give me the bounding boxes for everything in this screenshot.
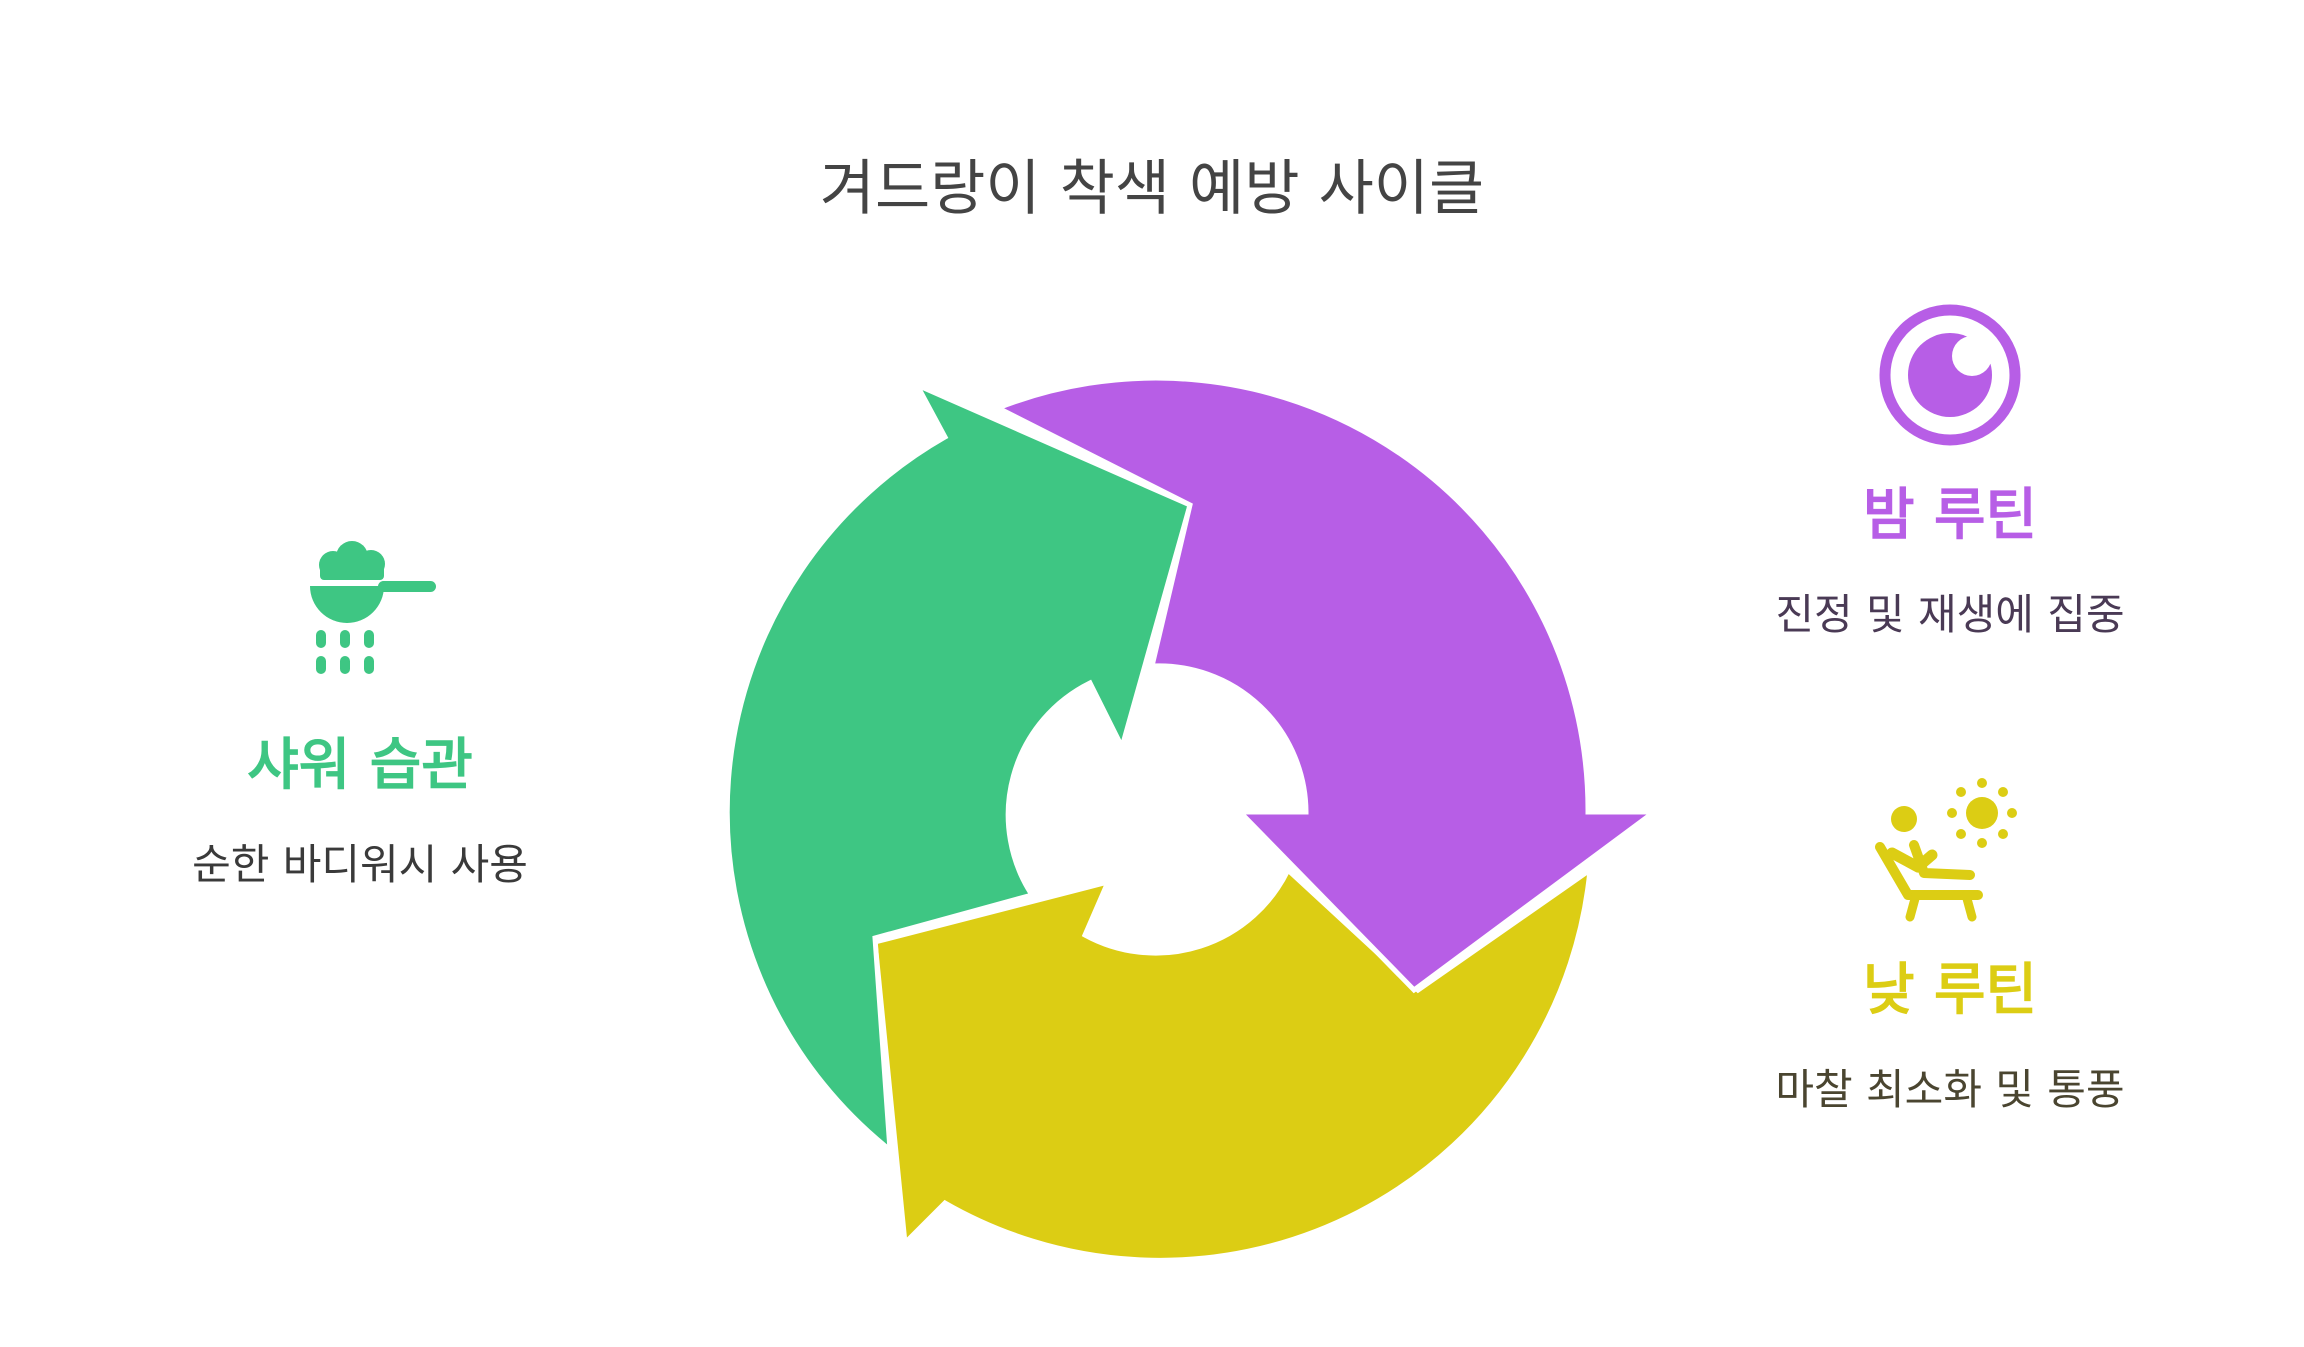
cycle-arrow-day — [872, 864, 1594, 1263]
step-heading: 샤워 습관 — [247, 733, 473, 798]
step-description: 마찰 최소화 및 통풍 — [1775, 1065, 2125, 1114]
step-shower-habit: 샤워 습관 순한 바디워시 사용 — [160, 530, 560, 892]
step-day-routine: 낮 루틴 마찰 최소화 및 통풍 — [1740, 775, 2160, 1117]
cycle-arrow-night — [991, 375, 1662, 994]
shower-scoop-icon — [310, 541, 436, 674]
step-description: 순한 바디워시 사용 — [192, 840, 528, 889]
moon-circle-icon — [1879, 304, 2021, 446]
step-heading: 낮 루틴 — [1862, 958, 2038, 1023]
step-heading: 밤 루틴 — [1862, 483, 2038, 548]
page-title: 겨드랑이 착색 예방 사이클 — [819, 154, 1485, 224]
step-description: 진정 및 재생에 집중 — [1775, 590, 2125, 639]
cycle-arrow-shower — [724, 379, 1193, 1156]
step-night-routine: 밤 루틴 진정 및 재생에 집중 — [1740, 300, 2160, 642]
sunbathing-lounger-icon — [1875, 778, 2017, 922]
